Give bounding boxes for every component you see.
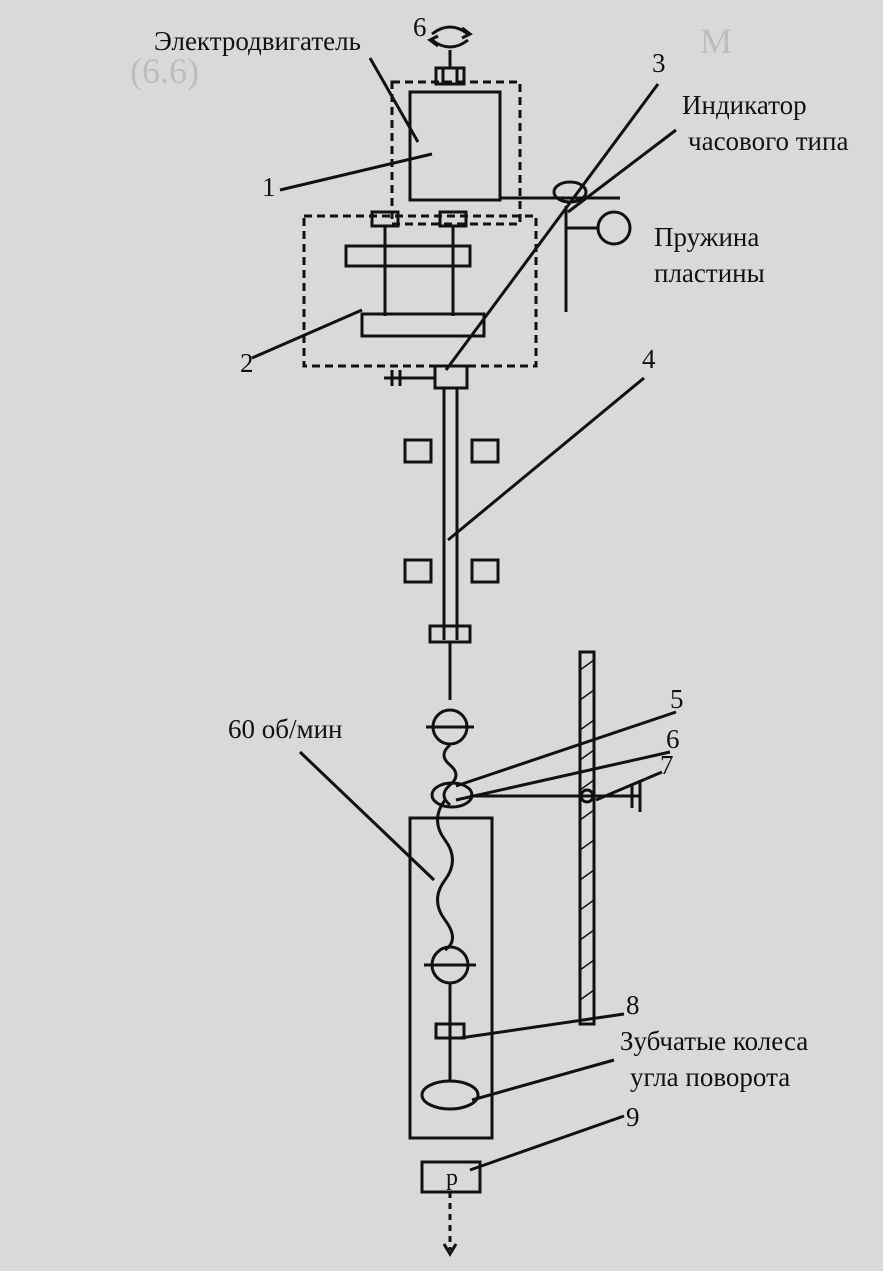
leader-3 [444,83,660,371]
leader-motor [368,57,420,143]
label-gears-line1: Зубчатые колеса [620,1026,809,1056]
label-number-8: 8 [626,990,640,1020]
label-spring-line2: пластины [654,258,765,288]
support-upper-right [470,438,500,464]
support-lower-left [403,558,433,584]
gearbox-bearing [433,364,469,390]
label-number-3: 3 [652,48,666,78]
gear-stage-1 [344,244,472,268]
label-indicator-line1: Индикатор [682,90,807,120]
spring-clip [430,781,474,809]
support-upper-left [403,438,433,464]
label-motor: Электродвигатель [154,26,361,56]
support-lower-right [470,558,500,584]
leader-6 [455,750,671,802]
label-indicator-line2: часового типа [688,126,849,156]
leader-indicator [567,128,677,214]
leader-2 [251,308,363,360]
label-speed: 60 об/мин [228,714,343,744]
label-number-6: 6 [666,724,680,754]
leader-speed [298,750,436,882]
plate-rail [578,650,596,1026]
label-number-5: 5 [670,684,684,714]
leader-gears [471,1058,615,1102]
motor-body [408,90,502,202]
label-number-7: 7 [660,750,674,780]
motor-housing-dashed [390,80,522,226]
leader-9 [469,1114,625,1172]
lower-housing [408,816,494,1140]
indicator-dial [596,210,632,246]
leader-1 [279,152,433,192]
label-box-p: p [446,1165,458,1191]
bleed-text-1: M [700,21,733,61]
bleed-text-2: (6.6) [130,51,199,91]
label-number-9: 9 [626,1102,640,1132]
spring [442,743,458,807]
wavy-spring [436,799,454,952]
angle-gear [420,1079,480,1111]
gearbox-housing-dashed [302,214,538,368]
label-gears-line2: угла поворота [630,1062,791,1092]
leader-7 [595,770,663,802]
leader-5 [455,710,677,788]
label-number-4: 4 [642,344,656,374]
leader-8 [459,1012,625,1040]
gear-stage-2 [360,312,486,338]
top-bearing [434,66,466,86]
label-spring-line1: Пружина [654,222,760,252]
label-number-6-top: 6 [413,12,427,42]
leader-4 [447,376,645,542]
label-number-2: 2 [240,348,254,378]
label-number-1: 1 [262,172,276,202]
